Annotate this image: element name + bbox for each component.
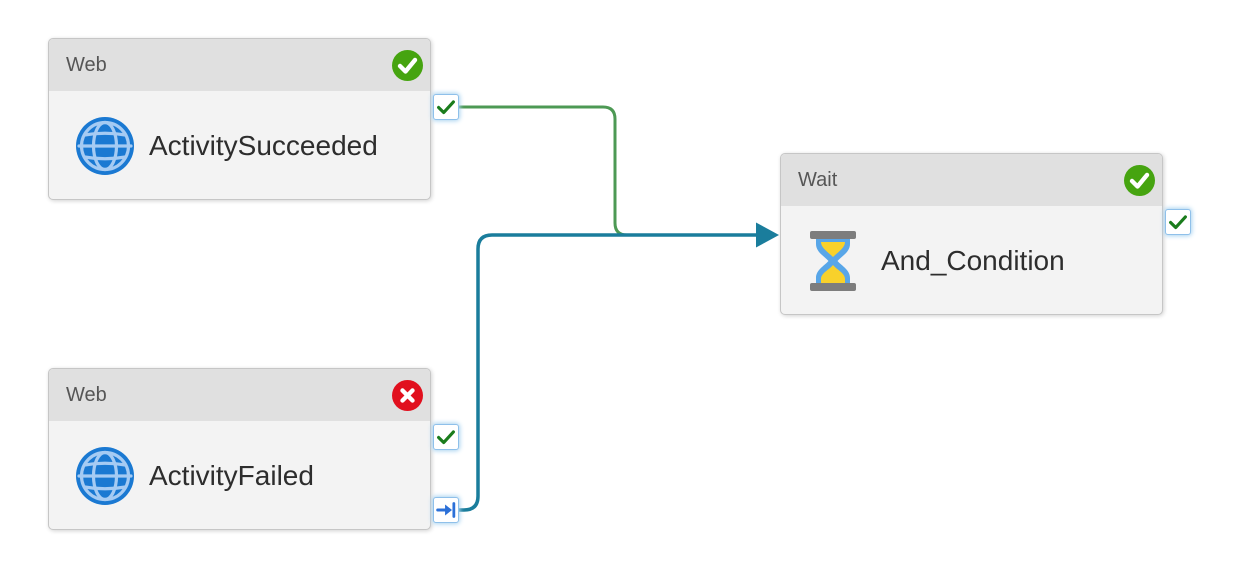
node-header: Web bbox=[49, 39, 430, 91]
completion-port[interactable] bbox=[433, 497, 459, 523]
check-icon bbox=[437, 100, 455, 115]
edge-arrowhead-icon bbox=[756, 222, 779, 248]
node-header: Wait bbox=[781, 154, 1162, 206]
activity-node-and-condition[interactable]: Wait And_Condition bbox=[780, 153, 1163, 315]
node-type-label: Wait bbox=[798, 168, 838, 191]
hourglass-icon bbox=[807, 230, 881, 291]
node-body: ActivityFailed bbox=[49, 421, 430, 529]
check-icon bbox=[1169, 215, 1187, 230]
status-succeeded-badge-icon bbox=[392, 49, 423, 81]
node-name: ActivitySucceeded bbox=[149, 129, 378, 161]
check-icon bbox=[437, 430, 455, 445]
status-failed-badge-icon bbox=[392, 379, 423, 411]
edge-completion-connector[interactable] bbox=[459, 233, 757, 512]
success-port[interactable] bbox=[433, 94, 459, 120]
node-name: And_Condition bbox=[881, 244, 1065, 276]
status-succeeded-badge-icon bbox=[1124, 164, 1155, 196]
activity-node-activitysucceeded[interactable]: Web ActivitySucceeded bbox=[48, 38, 431, 200]
arrow-to-bar-icon bbox=[436, 502, 456, 518]
node-header: Web bbox=[49, 369, 430, 421]
success-port[interactable] bbox=[433, 424, 459, 450]
node-body: ActivitySucceeded bbox=[49, 91, 430, 199]
activity-node-activityfailed[interactable]: Web ActivityFailed bbox=[48, 368, 431, 530]
edge-success-connector[interactable] bbox=[459, 105, 660, 237]
globe-icon bbox=[75, 116, 149, 176]
success-port[interactable] bbox=[1165, 209, 1191, 235]
node-type-label: Web bbox=[66, 53, 107, 76]
globe-icon bbox=[75, 446, 149, 506]
node-name: ActivityFailed bbox=[149, 459, 314, 491]
node-type-label: Web bbox=[66, 383, 107, 406]
node-body: And_Condition bbox=[781, 206, 1162, 314]
